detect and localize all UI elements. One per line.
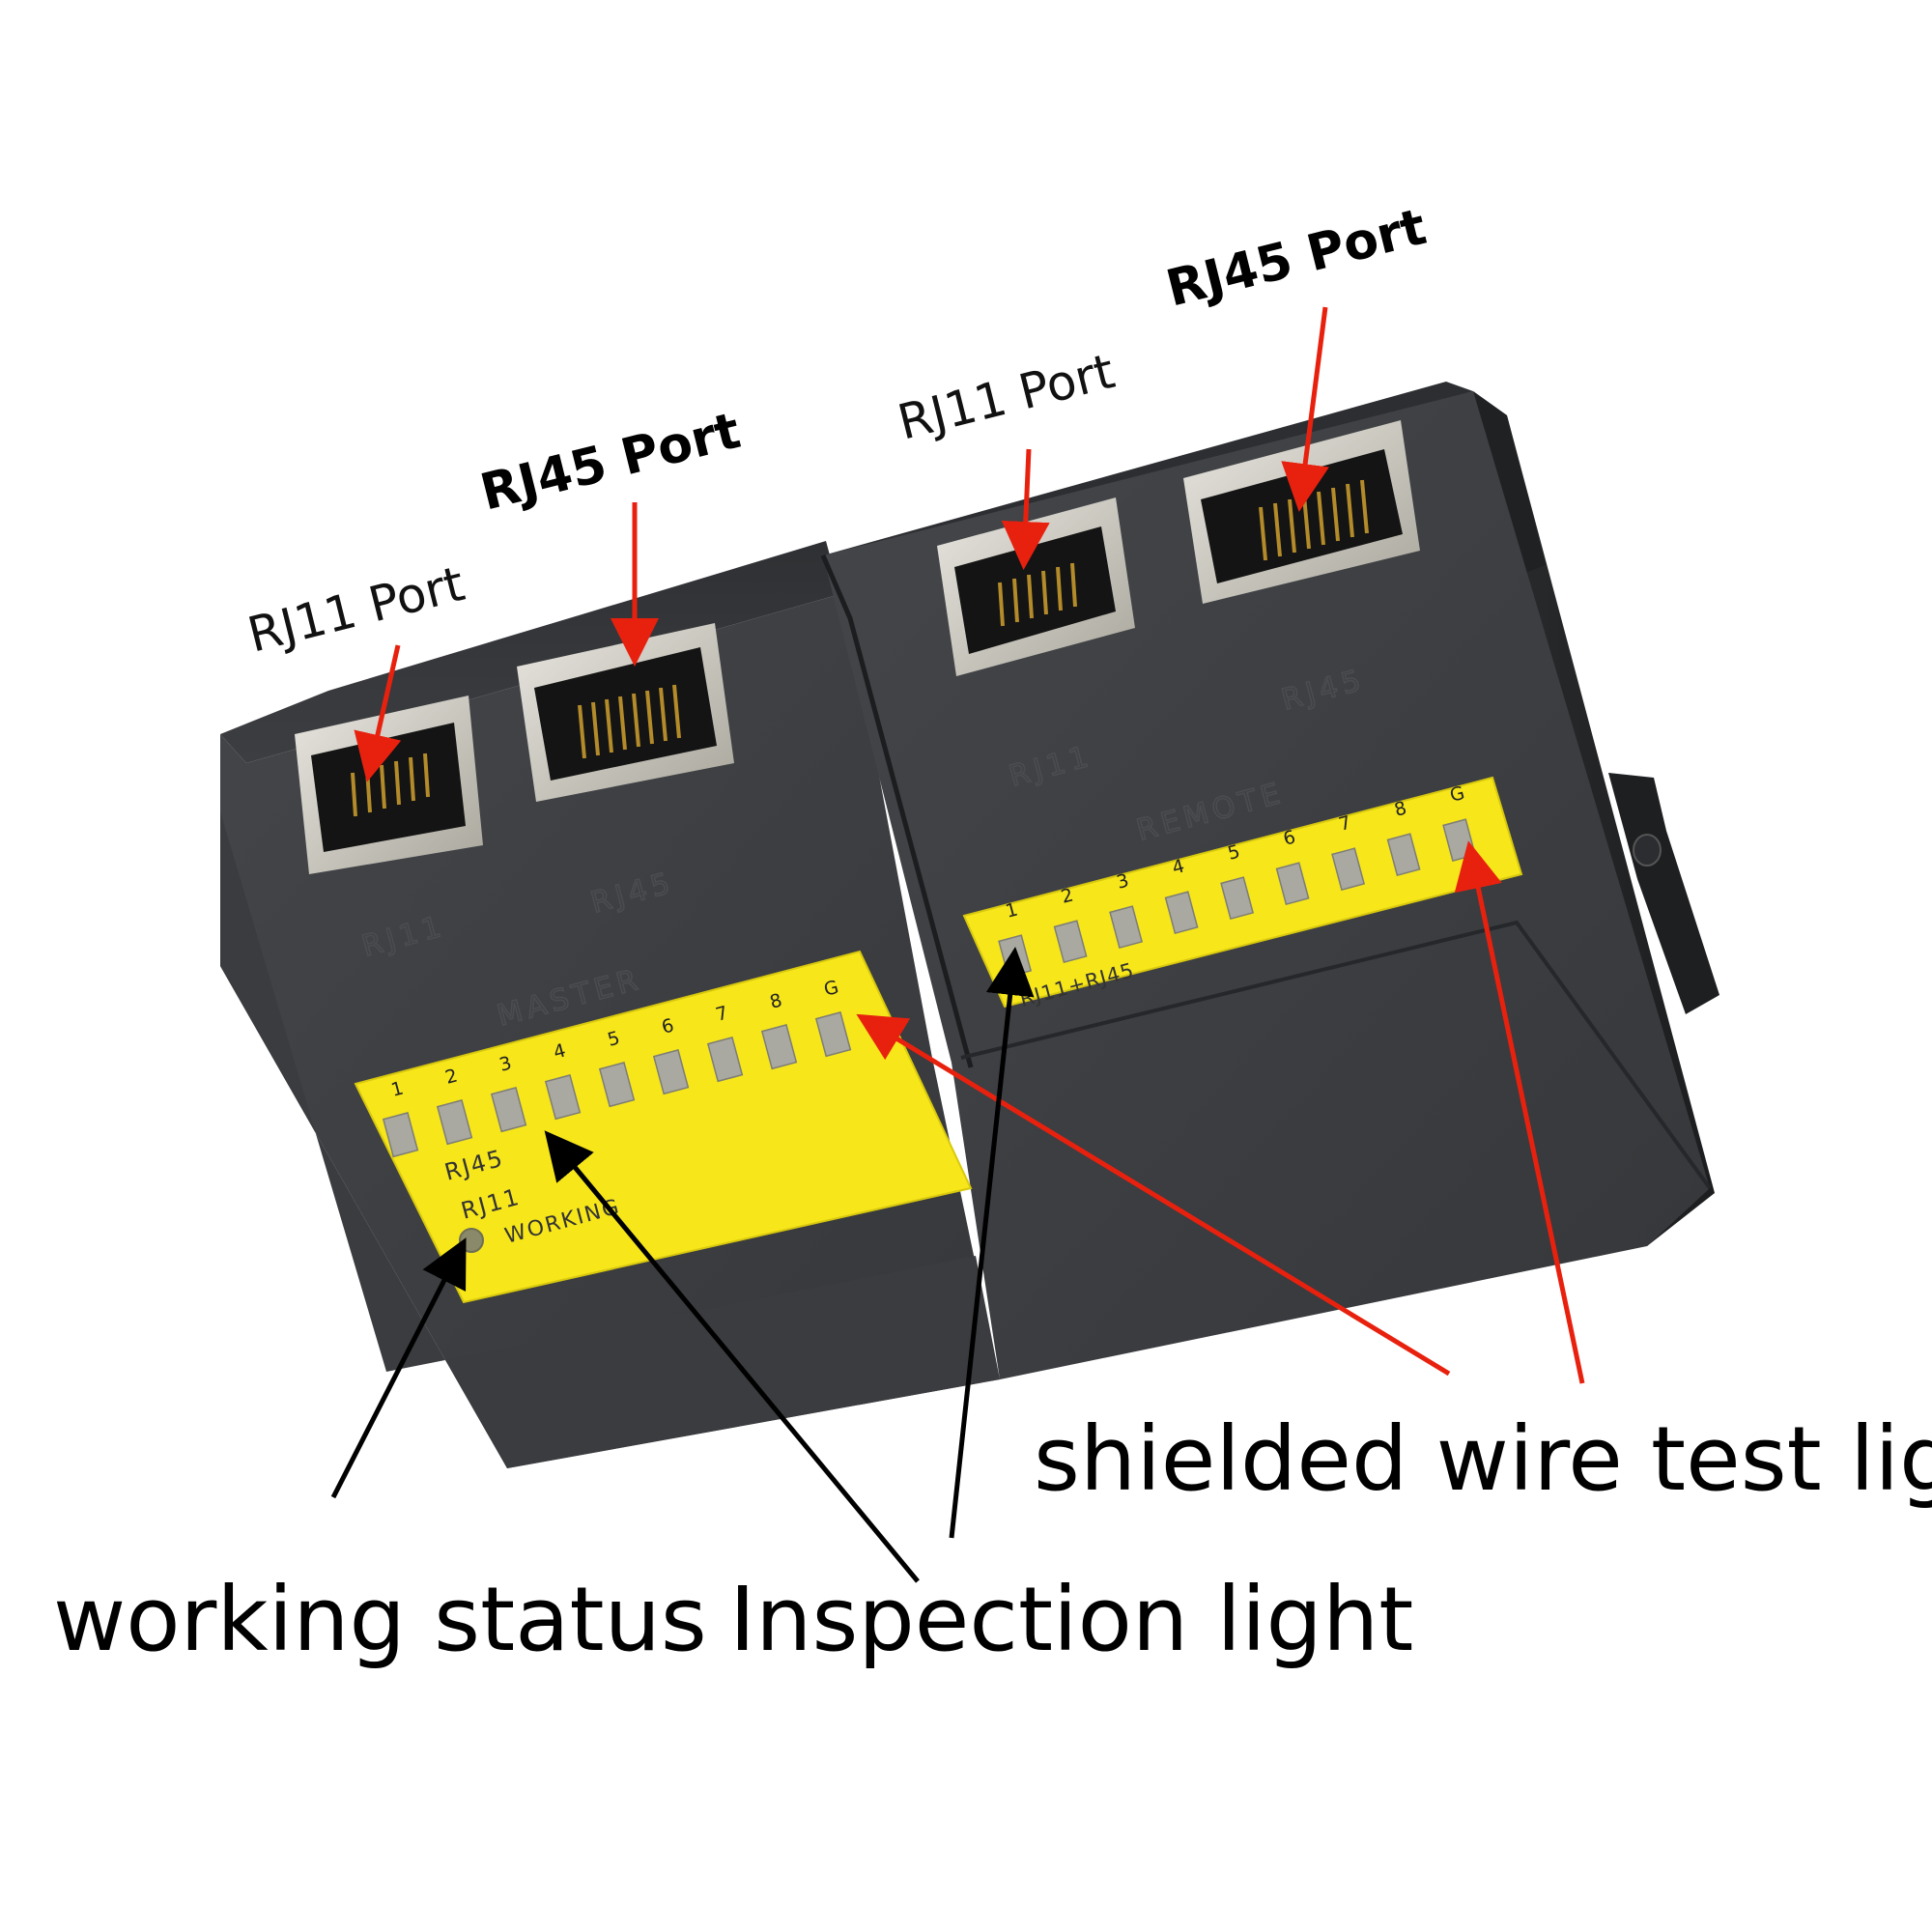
arrow-shield-master: [856, 1013, 1451, 1377]
remote-pin-label: 8: [1392, 797, 1408, 820]
arrow-inspection-master: [544, 1130, 920, 1583]
master-pin-led: [652, 1049, 690, 1095]
master-pin-label: 6: [660, 1014, 676, 1037]
master-pin-label: 8: [768, 989, 784, 1012]
remote-pin-label: 5: [1226, 840, 1242, 864]
master-pin-label: G: [822, 977, 841, 1001]
arrow-master-rj11: [354, 644, 402, 782]
master-pin-label: 4: [552, 1039, 568, 1063]
callout-shielded-wire-test-light: shielded wire test light: [1034, 1407, 1932, 1511]
arrow-remote-rj11: [1001, 448, 1050, 570]
master-rj45-socket[interactable]: [517, 623, 734, 802]
master-led-row: 1 2 3 4 5 6 7 8 G: [382, 977, 852, 1158]
working-led: [459, 1228, 484, 1253]
master-pin-led: [490, 1087, 527, 1133]
master-pin-led: [382, 1112, 419, 1158]
remote-pin-label: 2: [1059, 884, 1075, 907]
mounting-tab: [1608, 773, 1719, 1014]
arrow-inspection-remote: [949, 947, 1035, 1539]
remote-pin-label: 4: [1170, 855, 1186, 878]
remote-rj45-socket[interactable]: [1183, 420, 1420, 604]
master-pin-label: 5: [606, 1027, 622, 1050]
callout-working-status: working status: [53, 1568, 707, 1671]
arrow-shield-remote: [1454, 840, 1585, 1384]
callout-inspection-light: Inspection light: [729, 1568, 1413, 1671]
master-pin-led: [598, 1062, 636, 1108]
master-pin-label: 7: [714, 1002, 730, 1025]
remote-pin-label: 1: [1004, 898, 1020, 922]
remote-pin-label: G: [1448, 782, 1467, 807]
remote-pin-label: 7: [1337, 811, 1353, 835]
remote-pin-led: [1109, 905, 1144, 950]
remote-pin-label: 6: [1281, 826, 1297, 849]
remote-pin-led: [1053, 920, 1088, 964]
master-rj11-socket[interactable]: [295, 696, 483, 874]
remote-pin-led: [1331, 847, 1366, 892]
callout-remote-rj11: RJ11 Port: [893, 343, 1120, 450]
remote-pin-led: [1386, 833, 1421, 877]
arrow-working-status: [330, 1237, 467, 1499]
master-pin-led: [706, 1037, 744, 1083]
callout-remote-rj45: RJ45 Port: [1161, 198, 1433, 319]
remote-pin-led: [1164, 891, 1199, 935]
master-pin-led: [544, 1074, 582, 1121]
callout-master-rj45: RJ45 Port: [475, 402, 747, 523]
master-pin-led: [814, 1011, 852, 1058]
arrow-remote-rj45: [1281, 306, 1329, 512]
remote-rj11-socket[interactable]: [937, 497, 1135, 676]
master-pin-led: [436, 1099, 473, 1146]
master-pin-led: [760, 1024, 798, 1070]
master-pin-label: 1: [389, 1077, 406, 1100]
master-pin-label: 3: [497, 1052, 514, 1075]
callout-master-rj11: RJ11 Port: [242, 555, 469, 663]
master-pin-label: 2: [443, 1065, 460, 1088]
remote-pin-led: [1275, 862, 1310, 906]
remote-pin-label: 3: [1115, 869, 1131, 893]
callout-arrows: [330, 306, 1585, 1583]
remote-pin-led: [1220, 876, 1255, 921]
